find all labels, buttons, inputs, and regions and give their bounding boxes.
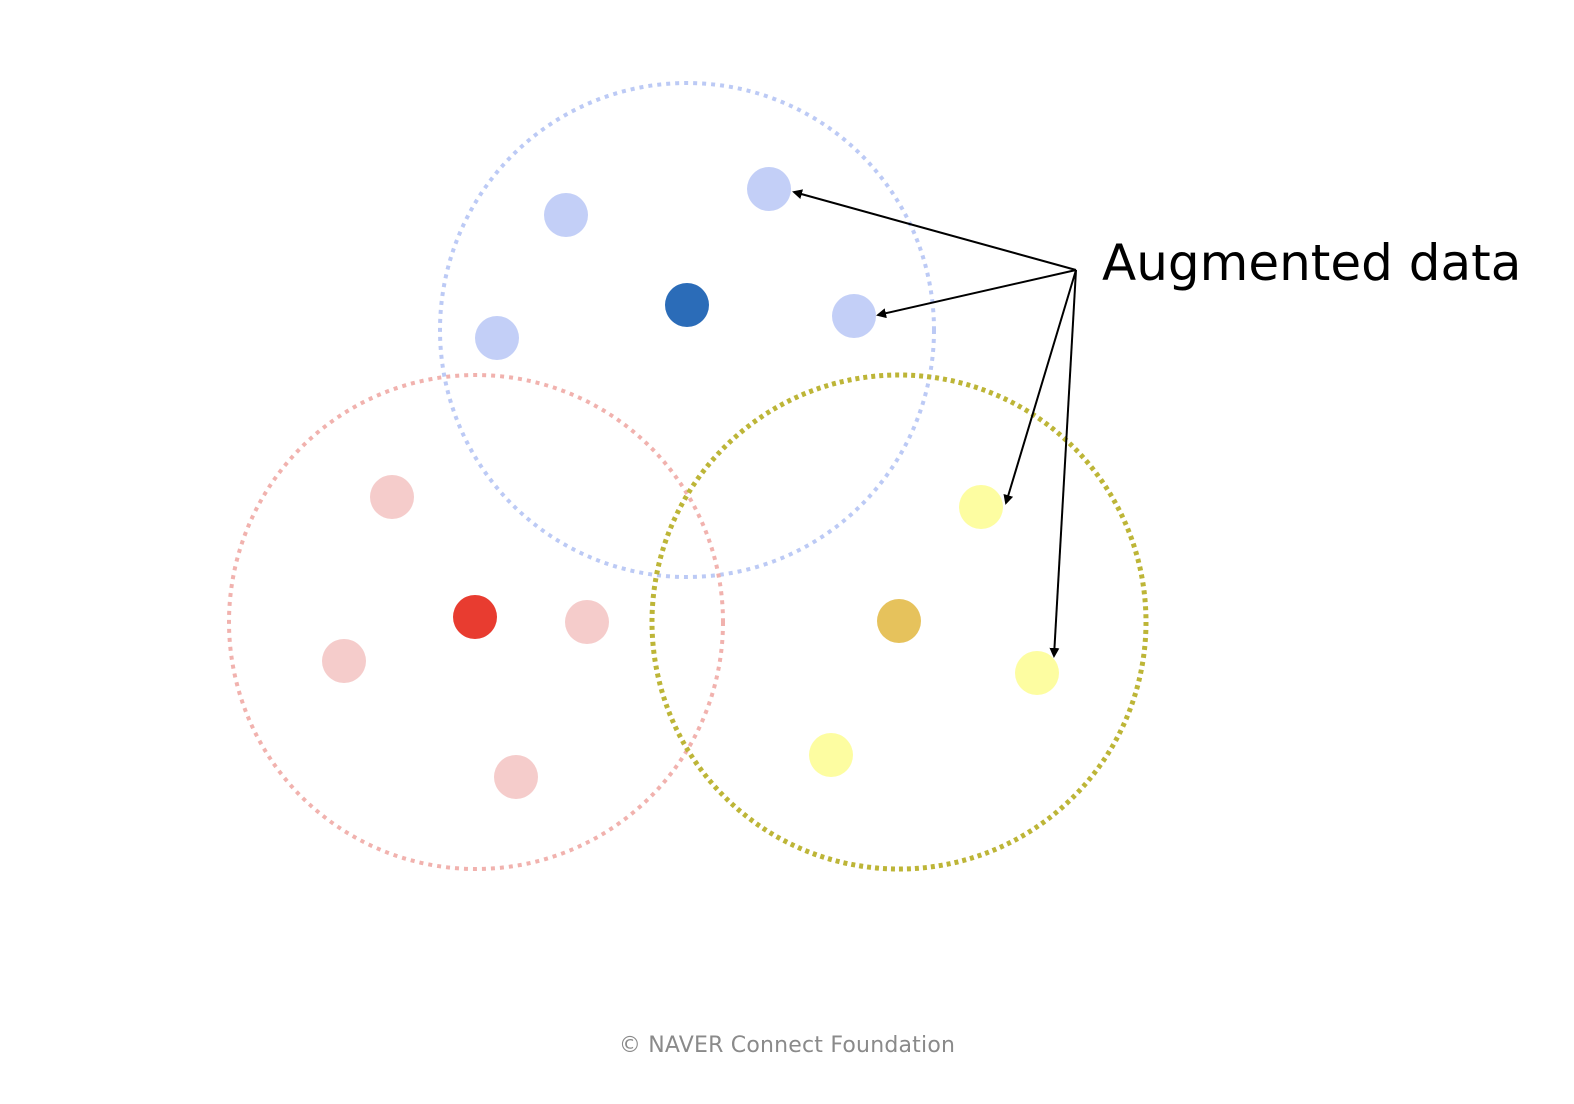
- yellow-augmented-point: [959, 485, 1003, 529]
- yellow-augmented-point: [809, 733, 853, 777]
- annotation-arrow: [876, 269, 1077, 319]
- blue-anchor-point: [665, 283, 709, 327]
- annotation-arrow: [1003, 269, 1077, 505]
- blue-augmented-point: [832, 294, 876, 338]
- annotation-arrow: [1049, 269, 1077, 658]
- blue-augmented-point: [475, 316, 519, 360]
- copyright-footer: © NAVER Connect Foundation: [618, 1033, 956, 1058]
- blue-cluster-boundary: [438, 81, 936, 579]
- red-augmented-point: [322, 639, 366, 683]
- augmented-data-label: Augmented data: [1102, 234, 1522, 292]
- red-cluster-boundary: [227, 373, 725, 871]
- blue-augmented-point: [544, 193, 588, 237]
- yellow-anchor-point: [877, 599, 921, 643]
- yellow-cluster-boundary: [649, 372, 1149, 872]
- yellow-augmented-point: [1015, 651, 1059, 695]
- red-augmented-point: [565, 600, 609, 644]
- red-augmented-point: [494, 755, 538, 799]
- annotation-arrow: [792, 189, 1077, 271]
- red-augmented-point: [370, 475, 414, 519]
- red-anchor-point: [453, 595, 497, 639]
- blue-augmented-point: [747, 167, 791, 211]
